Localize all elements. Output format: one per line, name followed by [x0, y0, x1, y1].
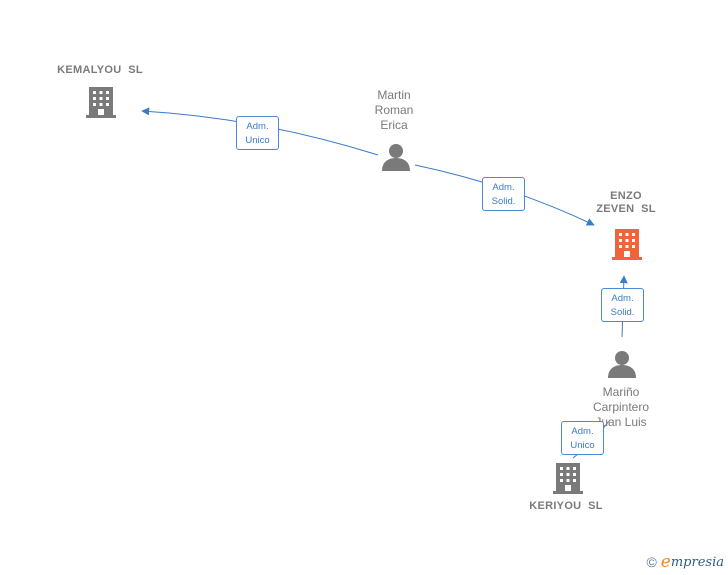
brand-footer[interactable]: © e mpresia: [646, 552, 724, 572]
edge-role-badge[interactable]: Adm. Unico: [561, 421, 604, 455]
person-icon[interactable]: [382, 144, 410, 171]
person-name-line: Juan Luis: [595, 415, 647, 429]
person-name-line: Mariño: [602, 385, 640, 399]
person-name-line: Erica: [380, 118, 408, 132]
edge-role-line: Unico: [570, 440, 595, 451]
edge-role-badge[interactable]: Adm. Unico: [236, 116, 279, 150]
edge-role-line: Unico: [245, 135, 270, 146]
copyright-icon: ©: [646, 554, 657, 570]
brand-logo-initial: e: [660, 552, 671, 572]
person-label-martin[interactable]: Martin Roman Erica: [375, 88, 414, 133]
person-name-line: Carpintero: [592, 400, 650, 414]
edge-role-line: Adm.: [492, 182, 515, 193]
brand-logo-text: mpresia: [670, 554, 724, 570]
edge-role-badge[interactable]: Adm. Solid.: [601, 288, 644, 322]
building-icon[interactable]: [86, 87, 116, 118]
edge-role-line: Solid.: [610, 307, 635, 318]
person-name-line: Roman: [374, 103, 414, 117]
edge-role-line: Adm.: [246, 121, 269, 132]
building-icon[interactable]: [612, 229, 642, 260]
edge-role-line: Adm.: [611, 293, 634, 304]
edge-role-badge[interactable]: Adm. Solid.: [482, 177, 525, 211]
person-icon[interactable]: [608, 351, 636, 378]
company-label-kemalyou[interactable]: KEMALYOU SL: [57, 64, 143, 76]
company-label-enzo[interactable]: ENZO ZEVEN SL: [596, 190, 656, 215]
edge-role-line: Adm.: [571, 426, 594, 437]
company-label-keriyou[interactable]: KERIYOU SL: [529, 500, 603, 512]
building-icon[interactable]: [553, 463, 583, 494]
person-name-line: Martin: [377, 88, 411, 102]
edge-role-line: Solid.: [491, 196, 516, 207]
person-label-marino[interactable]: Mariño Carpintero Juan Luis: [593, 385, 649, 430]
